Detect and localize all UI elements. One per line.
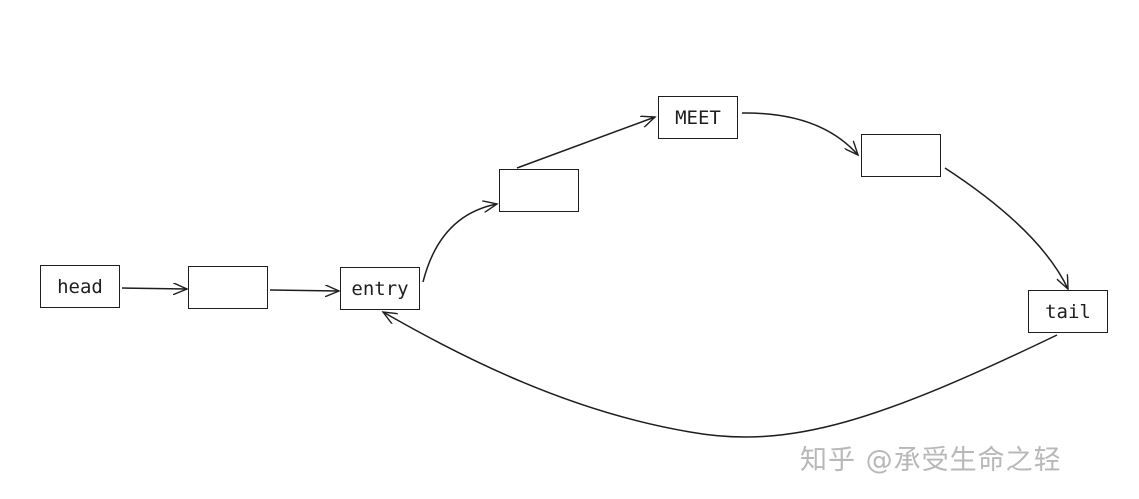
node-meet[interactable]: MEET: [658, 96, 738, 139]
arrow-tail-to-entry: [383, 312, 1058, 438]
arrow-node2-to-meet: [516, 117, 655, 169]
arrow-node1-to-entry: [269, 290, 339, 291]
arrow-head-to-node1: [121, 288, 187, 289]
arrow-node3-to-tail: [944, 167, 1068, 289]
node-tail[interactable]: tail: [1028, 290, 1108, 333]
node-empty-1[interactable]: [188, 266, 268, 309]
node-entry[interactable]: entry: [340, 267, 420, 310]
node-empty-3[interactable]: [861, 134, 941, 177]
watermark: 知乎 @承受生命之轻: [800, 445, 1062, 476]
arrow-entry-to-node2: [422, 204, 497, 283]
node-head[interactable]: head: [40, 265, 120, 308]
arrow-meet-to-node3: [741, 112, 858, 155]
node-empty-2[interactable]: [499, 169, 579, 212]
